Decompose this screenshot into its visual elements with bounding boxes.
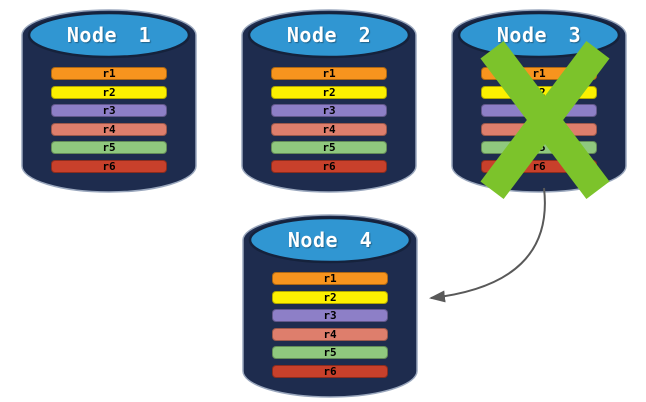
- curved-arrow-icon: [429, 187, 546, 303]
- replica-bar: r2: [272, 290, 388, 304]
- replica-bar: r2: [271, 85, 387, 99]
- replica-bar: r3: [271, 104, 387, 117]
- replica-list: r1 r2 r3 r4 r5 r6: [51, 67, 167, 173]
- node-4: Node 4 r1 r2 r3 r4 r5 r6: [242, 213, 418, 399]
- node-3: Node 3 r1 r2 r3 r4 r5 r6: [451, 8, 627, 200]
- replica-bar: r5: [271, 141, 387, 154]
- node-title: Node 1: [66, 23, 152, 47]
- node-1: Node 1 r1 r2 r3 r4 r5 r6: [21, 8, 197, 194]
- replica-bar: r5: [481, 141, 597, 154]
- replica-bar: r4: [271, 122, 387, 136]
- replica-bar: r6: [271, 159, 387, 173]
- replica-bar: r1: [271, 67, 387, 80]
- replica-bar: r6: [272, 364, 388, 378]
- replica-bar: r5: [51, 141, 167, 154]
- replica-list: r1 r2 r3 r4 r5 r6: [272, 272, 388, 378]
- replica-bar: r5: [272, 346, 388, 359]
- node-title: Node 3: [496, 23, 582, 47]
- node-title: Node 4: [287, 228, 373, 252]
- node-title: Node 2: [286, 23, 372, 47]
- replica-bar: r4: [272, 327, 388, 341]
- replica-bar: r2: [481, 85, 597, 99]
- replica-bar: r2: [51, 85, 167, 99]
- replica-bar: r6: [481, 159, 597, 173]
- replica-bar: r3: [51, 104, 167, 117]
- replica-bar: r3: [272, 309, 388, 322]
- replica-bar: r1: [481, 67, 597, 80]
- replica-bar: r1: [51, 67, 167, 80]
- node-2: Node 2 r1 r2 r3 r4 r5 r6: [241, 8, 417, 194]
- replica-bar: r4: [481, 122, 597, 136]
- replica-list: r1 r2 r3 r4 r5 r6: [481, 67, 597, 173]
- replica-bar: r4: [51, 122, 167, 136]
- replica-bar: r1: [272, 272, 388, 285]
- replica-bar: r6: [51, 159, 167, 173]
- replica-bar: r3: [481, 104, 597, 117]
- replica-list: r1 r2 r3 r4 r5 r6: [271, 67, 387, 173]
